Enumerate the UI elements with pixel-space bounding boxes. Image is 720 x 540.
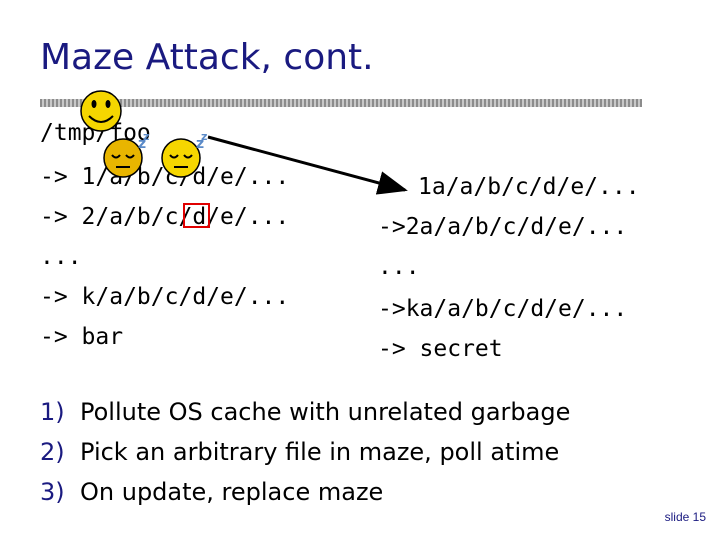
steps-list: 1)Pollute OS cache with unrelated garbag… xyxy=(40,392,570,512)
smiley-sleeping-icon: z z xyxy=(104,130,149,177)
step-item: 3)On update, replace maze xyxy=(40,472,570,512)
step-item: 2)Pick an arbitrary file in maze, poll a… xyxy=(40,432,570,472)
smiley-sleeping-icon: z z xyxy=(162,130,207,177)
step-text: Pick an arbitrary file in maze, poll ati… xyxy=(80,438,559,466)
svg-text:z: z xyxy=(201,130,207,143)
step-text: On update, replace maze xyxy=(80,478,383,506)
slide-number: slide 15 xyxy=(665,510,706,524)
step-item: 1)Pollute OS cache with unrelated garbag… xyxy=(40,392,570,432)
step-text: Pollute OS cache with unrelated garbage xyxy=(80,398,570,426)
svg-text:z: z xyxy=(143,130,149,143)
arrow-icon xyxy=(208,137,405,190)
step-number: 3) xyxy=(40,472,80,512)
step-number: 2) xyxy=(40,432,80,472)
smiley-awake-icon xyxy=(81,91,121,131)
step-number: 1) xyxy=(40,392,80,432)
